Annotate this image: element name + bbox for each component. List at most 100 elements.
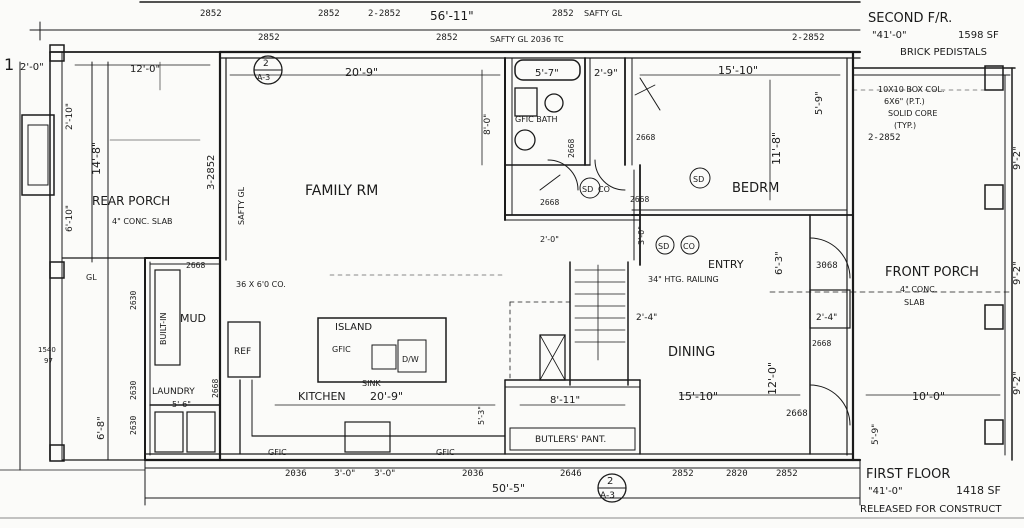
front-porch-label: FRONT PORCH bbox=[885, 265, 979, 280]
bottom-2852: 2852 bbox=[672, 469, 694, 479]
dim-5-9-top: 5'-9" bbox=[814, 91, 825, 115]
dim-11-8: 11'-8" bbox=[770, 132, 783, 165]
stamp-number-2: 97 bbox=[44, 357, 53, 365]
dim-2-4-right: 2'-4" bbox=[816, 313, 837, 323]
dim-2852-bath: 2852 bbox=[436, 33, 458, 43]
dim-12-0-dining: 12'-0" bbox=[766, 362, 779, 395]
dim-5-9-bot: 5'-9" bbox=[871, 424, 881, 445]
top-safety-note: SAFTY GL bbox=[584, 9, 623, 18]
dim-2668-b: 2668 bbox=[540, 198, 559, 207]
dim-2630-b: 2630 bbox=[129, 381, 138, 400]
first-floor-label: FIRST FLOOR bbox=[866, 467, 950, 482]
entry-label: ENTRY bbox=[708, 258, 744, 271]
bottom-2036-b: 2036 bbox=[462, 469, 484, 479]
laundry-label: LAUNDRY bbox=[152, 387, 195, 397]
dim-3-2852: 3-2852 bbox=[206, 155, 217, 190]
top-dim-4: 2852 bbox=[552, 9, 574, 19]
top-dim-1: 2852 bbox=[200, 9, 222, 19]
dim-2668-e: 2668 bbox=[186, 261, 205, 270]
dim-8-0: 8'-0" bbox=[483, 114, 493, 135]
dim-2-0: 2'-0" bbox=[540, 235, 559, 244]
island-label: ISLAND bbox=[335, 322, 372, 333]
bottom-2820: 2820 bbox=[726, 469, 748, 479]
dim-10-0: 10'-0" bbox=[912, 390, 945, 403]
bottom-3-0-b: 3'-0" bbox=[374, 469, 395, 479]
bath-label: GFIC BATH bbox=[515, 115, 558, 124]
rear-porch-slab: 4" CONC. SLAB bbox=[112, 217, 173, 226]
dim-2668-a: 2668 bbox=[636, 133, 655, 142]
dim-2668-f: 2668 bbox=[812, 339, 831, 348]
stamp-number-1: 1540 bbox=[38, 346, 56, 354]
grid-marker-1: 1 bbox=[4, 55, 14, 74]
dim-5-3: 5'-3" bbox=[477, 406, 486, 425]
dim-5-7: 5'-7" bbox=[535, 68, 559, 79]
dim-6-8-left: 6'-8" bbox=[96, 416, 107, 440]
first-floor-dims: "41'-0" bbox=[868, 486, 903, 497]
dim-2-0-top: 2'-0" bbox=[20, 62, 44, 73]
column-note-3: SOLID CORE bbox=[888, 109, 937, 118]
column-note-1: 10X10 BOX COL. bbox=[878, 85, 944, 94]
dishwasher-label: D/W bbox=[402, 355, 419, 364]
bottom-3-0-a: 3'-0" bbox=[334, 469, 355, 479]
dining-label: DINING bbox=[668, 345, 715, 360]
section-top-sheet: A-3 bbox=[257, 73, 270, 82]
dim-2668-h: 2668 bbox=[786, 409, 808, 419]
mud-label: MUD bbox=[180, 312, 206, 325]
dim-5-6: 5'-6" bbox=[172, 400, 191, 409]
released-for-construction: RELEASED FOR CONSTRUCT bbox=[860, 504, 1002, 515]
dim-3068: 3068 bbox=[816, 261, 838, 271]
second-floor-sf: 1598 SF bbox=[958, 30, 999, 41]
dim-2630-c: 2630 bbox=[129, 416, 138, 435]
dim-15-10-top: 15'-10" bbox=[718, 64, 758, 77]
smoke-detector-symbol: SD bbox=[582, 185, 593, 194]
bottom-2852-b: 2852 bbox=[776, 469, 798, 479]
island-gfic-label: GFIC bbox=[332, 345, 351, 354]
family-room-label: FAMILY RM bbox=[305, 183, 378, 199]
dim-2668-c: 2668 bbox=[630, 195, 649, 204]
section-top-number: 2 bbox=[263, 59, 269, 69]
second-floor-label: SECOND F/R. bbox=[868, 11, 952, 26]
section-bottom-number: 2 bbox=[607, 476, 613, 487]
co-detector-symbol-2: CO bbox=[683, 242, 695, 251]
bottom-overall-dim: 50'-5" bbox=[492, 482, 525, 495]
top-dim-3: 2-2852 bbox=[368, 9, 401, 19]
dim-34-rail: 34" HTG. RAILING bbox=[648, 275, 719, 284]
dim-2-2852-left: 2-2852 bbox=[868, 133, 901, 143]
dim-gl-left: GL bbox=[86, 273, 97, 282]
dim-20-9-kitchen: 20'-9" bbox=[370, 390, 403, 403]
front-porch-slab-1: 4" CONC. bbox=[900, 285, 937, 294]
column-note-4: (TYP.) bbox=[894, 121, 916, 130]
dim-15-10-dining: 15'-10" bbox=[678, 390, 718, 403]
built-in-label: BUILT-IN bbox=[159, 313, 168, 345]
dim-2668-d: 2668 bbox=[567, 139, 576, 158]
dim-20-9-top: 20'-9" bbox=[345, 66, 378, 79]
bottom-2036-a: 2036 bbox=[285, 469, 307, 479]
dim-9-2-c: 9'-2" bbox=[1012, 371, 1023, 395]
dim-36x60: 36 X 6'0 CO. bbox=[236, 280, 286, 289]
butlers-pantry-label: BUTLERS' PANT. bbox=[535, 435, 606, 445]
sink-label: SINK bbox=[362, 379, 381, 388]
rear-porch-label: REAR PORCH bbox=[92, 194, 170, 208]
dim-3-0: 3'-0" bbox=[637, 226, 646, 245]
bottom-2646: 2646 bbox=[560, 469, 582, 479]
section-bottom-sheet: A-3 bbox=[600, 491, 615, 501]
first-floor-sf: 1418 SF bbox=[956, 484, 1001, 497]
dim-9-2-b: 9'-2" bbox=[1012, 261, 1023, 285]
top-overall-dim: 56'-11" bbox=[430, 9, 474, 23]
dim-safty-gl: SAFTY GL bbox=[237, 186, 246, 225]
dim-6-10: 6'-10" bbox=[65, 205, 75, 232]
bottom-gfic-b: GFIC bbox=[436, 448, 455, 457]
dim-2630-a: 2630 bbox=[129, 291, 138, 310]
bedroom-label: BEDRM bbox=[732, 181, 779, 196]
dim-14-8: 14'-8" bbox=[90, 142, 103, 175]
refrigerator-label: REF bbox=[234, 347, 251, 357]
dim-2668-g: 2668 bbox=[211, 379, 220, 398]
dim-12-0: 12'-0" bbox=[130, 64, 160, 75]
front-porch-slab-2: SLAB bbox=[904, 298, 925, 307]
dim-9-2-a: 9'-2" bbox=[1012, 146, 1023, 170]
smoke-detector-symbol-2: SD bbox=[693, 175, 704, 184]
dim-2-4-mid: 2'-4" bbox=[636, 313, 657, 323]
dim-2036: SAFTY GL 2036 TC bbox=[490, 35, 564, 44]
